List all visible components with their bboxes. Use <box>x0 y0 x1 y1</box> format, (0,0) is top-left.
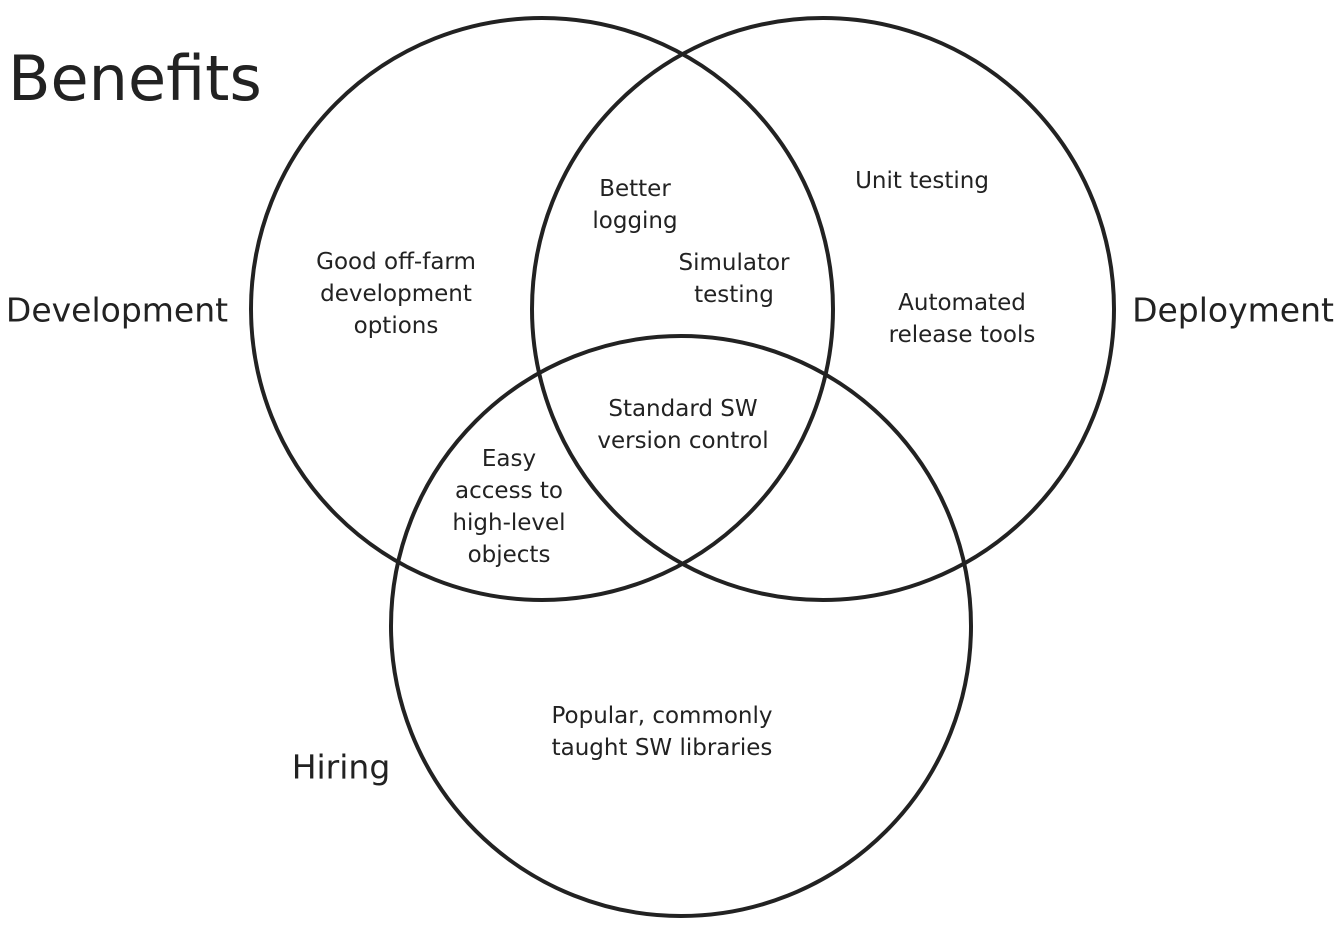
page-title: Benefits <box>8 42 262 115</box>
automated-release-tools-text: Automated release tools <box>888 290 1036 348</box>
development-only-text: Good off-farm development options <box>316 249 476 339</box>
hiring-label: Hiring <box>291 747 391 787</box>
deployment-label: Deployment <box>1132 290 1334 330</box>
development-circle <box>249 16 835 602</box>
development-label: Development <box>5 290 229 330</box>
better-logging-text: Better logging <box>592 176 678 234</box>
simulator-testing-text: Simulator testing <box>678 250 790 308</box>
easy-access-text: Easy access to high-level objects <box>452 446 566 568</box>
hiring-circle <box>389 334 973 918</box>
unit-testing-text: Unit testing <box>855 168 989 194</box>
deployment-circle <box>530 16 1116 602</box>
standard-sw-version-control-text: Standard SW version control <box>597 396 769 454</box>
popular-libraries-text: Popular, commonly taught SW libraries <box>551 703 773 761</box>
